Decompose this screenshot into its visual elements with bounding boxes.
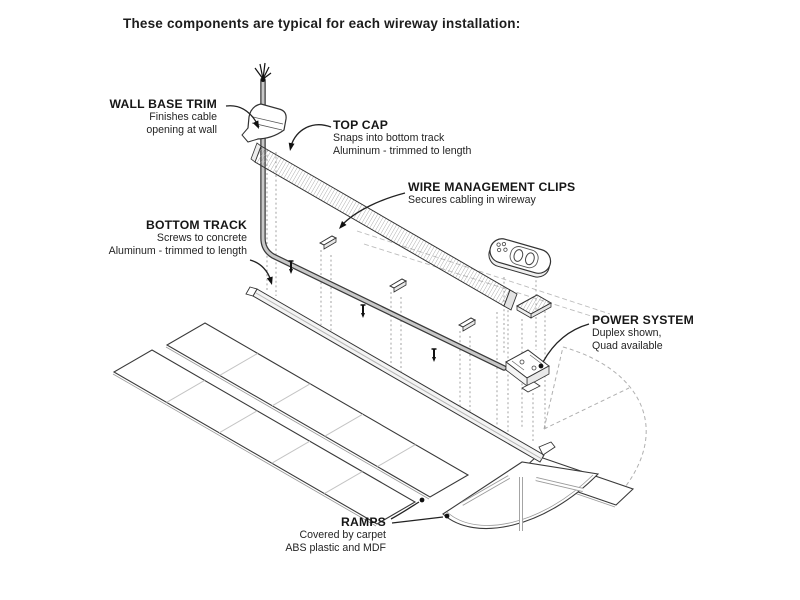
- leader-arrows: [225, 105, 590, 524]
- cover-plate: [515, 294, 553, 319]
- track-screws: [288, 260, 437, 362]
- wire-clips-title: WIRE MANAGEMENT CLIPS: [408, 180, 576, 194]
- wire-clips-desc-line: Secures cabling in wireway: [408, 194, 536, 206]
- dashed-optional-ramp-outline: [543, 346, 647, 497]
- bottom-track-title: BOTTOM TRACK: [145, 218, 247, 232]
- label-power-system: POWER SYSTEM Duplex shown, Quad availabl…: [592, 313, 694, 353]
- page-title: These components are typical for each wi…: [123, 16, 521, 31]
- wall-base-trim-desc-line: Finishes cable: [149, 111, 217, 123]
- bottom-track-desc-line: Screws to concrete: [156, 232, 247, 244]
- screw: [360, 304, 366, 318]
- carpet-strip-left-lower: [112, 349, 417, 527]
- label-bottom-track: BOTTOM TRACK Screws to concrete Aluminum…: [109, 218, 247, 258]
- screw: [431, 348, 437, 362]
- ramps-title: RAMPS: [340, 515, 386, 529]
- wall-base-trim-part: [241, 103, 287, 143]
- top-cap-title: TOP CAP: [333, 118, 389, 132]
- screw: [288, 260, 294, 274]
- power-system-title: POWER SYSTEM: [592, 313, 694, 327]
- carpet-strip-left-upper: [165, 322, 470, 500]
- wire-management-clip: [318, 235, 477, 332]
- quarter-circle-ramp: [442, 461, 600, 531]
- power-system-desc-line: Duplex shown,: [592, 327, 662, 339]
- label-ramps: RAMPS Covered by carpet ABS plastic and …: [285, 515, 386, 555]
- power-mount-bracket: [505, 349, 550, 393]
- bottom-track-desc-line: Aluminum - trimmed to length: [108, 244, 247, 257]
- label-wire-management-clips: WIRE MANAGEMENT CLIPS Secures cabling in…: [408, 180, 575, 207]
- ramps-desc-line: ABS plastic and MDF: [285, 541, 386, 554]
- frayed-cable-end: [254, 62, 272, 82]
- top-cap-bar: [250, 142, 518, 311]
- power-system-desc-line: Quad available: [592, 339, 663, 352]
- label-wall-base-trim: WALL BASE TRIM Finishes cable opening at…: [109, 97, 217, 137]
- wall-base-trim-desc-line: opening at wall: [146, 123, 217, 136]
- wall-base-trim-title: WALL BASE TRIM: [109, 97, 217, 111]
- power-outlet-pod: [488, 238, 552, 278]
- ramp-slots: [461, 475, 584, 531]
- top-cap-desc-line: Snaps into bottom track: [333, 132, 445, 144]
- bottom-track-rail: [245, 286, 556, 463]
- cable: [260, 77, 507, 371]
- label-top-cap: TOP CAP Snaps into bottom track Aluminum…: [333, 118, 471, 158]
- top-cap-desc-line: Aluminum - trimmed to length: [333, 144, 472, 157]
- ramps-desc-line: Covered by carpet: [299, 529, 386, 541]
